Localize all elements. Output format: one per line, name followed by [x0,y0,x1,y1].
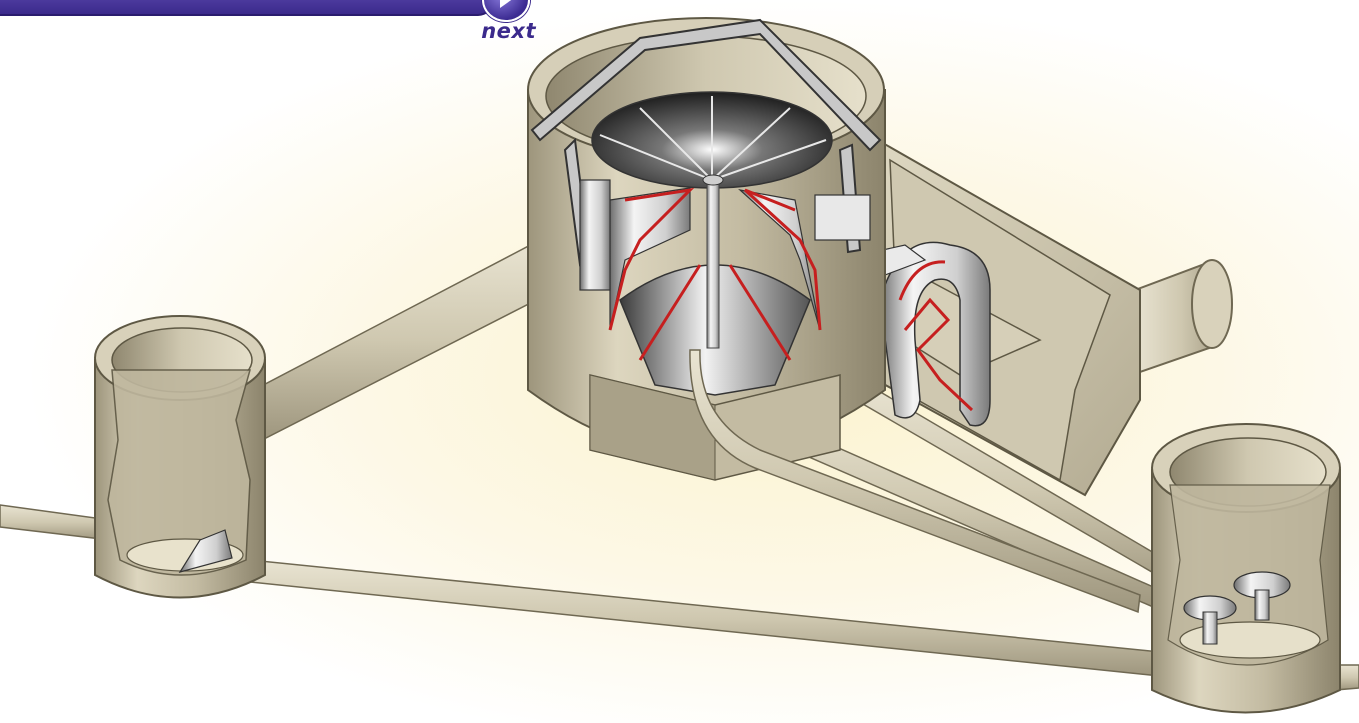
main-treatment-tank [527,17,1141,614]
outlet-pipe [1133,259,1233,374]
next-label[interactable]: next [481,19,536,43]
top-nav-bar [0,0,494,16]
connecting-pipes [0,238,1359,691]
pump-valves [1183,571,1291,645]
right-pump-chamber [1151,423,1341,714]
left-manhole [94,315,266,599]
next-button[interactable] [476,0,532,22]
